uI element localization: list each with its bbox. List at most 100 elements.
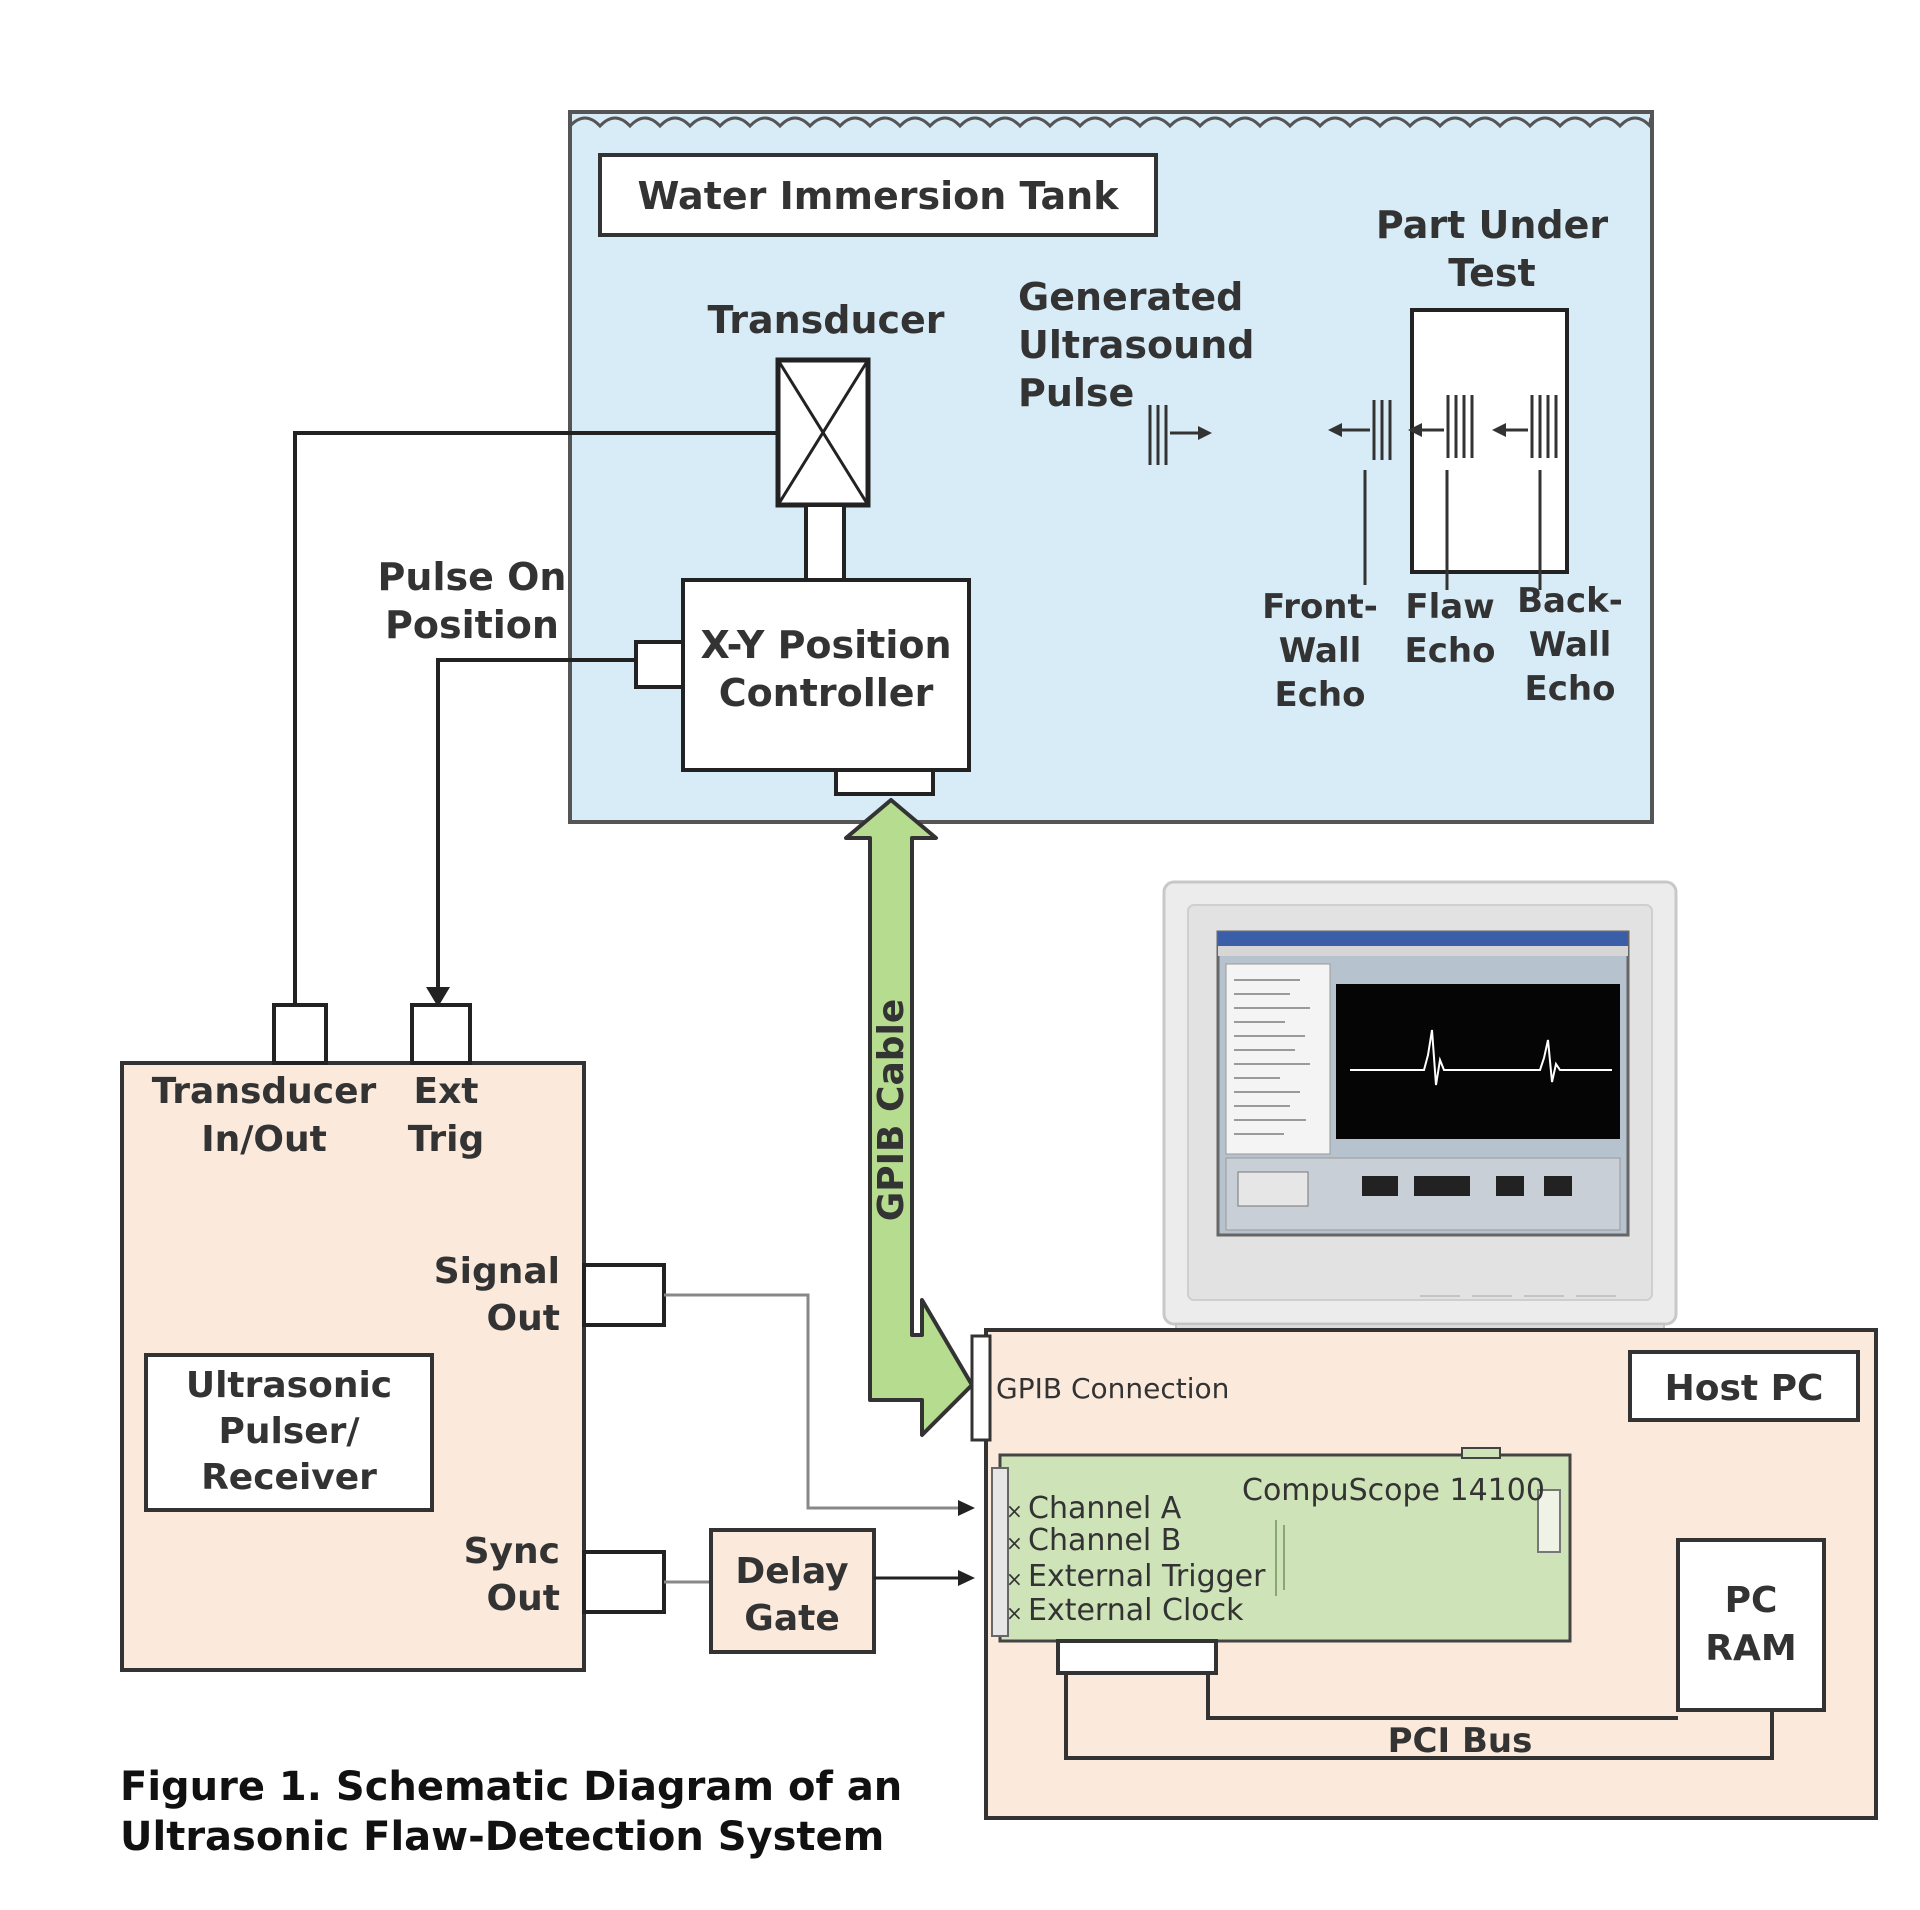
- signal-out-port: [582, 1263, 666, 1327]
- channel-b-label: Channel B: [1028, 1523, 1181, 1558]
- board-bracket: [991, 1467, 1009, 1637]
- compuscope-inputs: × Channel A × Channel B × External Trigg…: [1006, 1491, 1266, 1628]
- ultrasound-label-line2: Ultrasound: [1018, 323, 1254, 367]
- part-label-line1: Part Under: [1376, 203, 1608, 247]
- tank-title-box: [598, 153, 1158, 237]
- sync-out-label-line1: Sync: [464, 1531, 560, 1572]
- pc-ram-box: [1676, 1538, 1826, 1712]
- channel-a-arrow-head: [958, 1500, 975, 1516]
- sync-out-label-line2: Out: [487, 1578, 560, 1619]
- pulse-on-position-line1: Pulse On: [378, 555, 567, 599]
- ultrasound-label-line1: Generated: [1018, 275, 1243, 319]
- controller-gpib-port: [834, 768, 935, 796]
- flaw-echo-label-line1: Flaw: [1405, 587, 1494, 627]
- back-echo-label-line3: Echo: [1525, 669, 1616, 709]
- back-echo-arrow-head: [1492, 423, 1506, 437]
- ext-trig-arrow-head: [426, 987, 450, 1007]
- ext-trig-label-line1: Ext: [413, 1071, 478, 1112]
- sync-out-port: [582, 1550, 666, 1614]
- pci-connector: [1056, 1639, 1218, 1675]
- ext-trig-port: [410, 1003, 472, 1065]
- back-wall-echo-wave: [1530, 395, 1558, 458]
- pulse-on-position-cable: [436, 658, 636, 990]
- gpib-connection-label: GPIB Connection: [996, 1372, 1229, 1405]
- delay-gate-label-line2: Gate: [744, 1598, 839, 1639]
- pulse-arrow-head: [1198, 426, 1212, 440]
- pulse-on-position-line2: Position: [385, 603, 559, 647]
- external-trigger-label: External Trigger: [1028, 1559, 1266, 1594]
- ultrasonic-pulser-receiver: Transducer In/Out Ext Trig Signal Out Sy…: [120, 1003, 666, 1672]
- pci-bus-label: PCI Bus: [1388, 1721, 1533, 1761]
- screen-title-bar: [1218, 932, 1628, 946]
- pci-bus-line-outer: [1064, 1673, 1774, 1760]
- back-echo-label-line2: Wall: [1529, 625, 1612, 665]
- transducer-cross-b: [776, 359, 870, 506]
- flaw-echo-wave: [1446, 395, 1474, 458]
- ext-trig-label-line2: Trig: [408, 1119, 484, 1160]
- board-chip: [1537, 1489, 1561, 1553]
- part-label-line2: Test: [1448, 251, 1535, 295]
- transducer-cable: [293, 431, 778, 1005]
- tank-title: Water Immersion Tank: [638, 174, 1120, 218]
- screen-control-b: [1362, 1176, 1398, 1196]
- gpib-cable-label: GPIB Cable: [871, 999, 912, 1222]
- board-traces: [1275, 1520, 1285, 1596]
- transducer-label: Transducer: [707, 298, 944, 342]
- transducer-port: [272, 1003, 328, 1065]
- gpib-connection-port: [970, 1334, 992, 1442]
- host-pc-title-box: [1628, 1350, 1860, 1422]
- front-echo-label-line1: Front-: [1262, 587, 1378, 627]
- pc-ram-label-line1: PC: [1725, 1580, 1778, 1621]
- pulse-wavefront: [1148, 405, 1168, 465]
- generated-ultrasound-pulse: Generated Ultrasound Pulse: [1018, 275, 1254, 465]
- screen-control-c: [1414, 1176, 1470, 1196]
- controller-box: [681, 578, 971, 772]
- signal-out-label-line1: Signal: [434, 1251, 560, 1292]
- screen-control-d: [1496, 1176, 1524, 1196]
- board-input-marker: ×: [1006, 1601, 1023, 1625]
- transducer: Transducer: [707, 298, 945, 582]
- host-pc-title: Host PC: [1665, 1368, 1824, 1409]
- ultrasound-label-line3: Pulse: [1018, 371, 1134, 415]
- screen-menu-bar: [1218, 946, 1628, 956]
- pulser-title-box: [144, 1353, 434, 1512]
- pci-bus-line-inner: [1206, 1673, 1678, 1720]
- oscilloscope-trace: [1350, 1029, 1612, 1086]
- pulser-title-line1: Ultrasonic: [186, 1365, 392, 1406]
- screen-control-e: [1544, 1176, 1572, 1196]
- external-clock-label: External Clock: [1028, 1593, 1244, 1628]
- pulser-title-line3: Receiver: [201, 1457, 377, 1498]
- controller-side-port: [634, 640, 685, 689]
- transducer-port-label-line1: Transducer: [152, 1071, 377, 1112]
- host-pc: GPIB Connection Host PC CompuScope 14100…: [970, 1328, 1878, 1820]
- figure-caption-line1: Figure 1. Schematic Diagram of an: [120, 1764, 902, 1810]
- signal-out-cable: [664, 1293, 960, 1510]
- board-input-marker: ×: [1006, 1567, 1023, 1591]
- delay-gate-box: [709, 1528, 876, 1654]
- board-input-marker: ×: [1006, 1499, 1023, 1523]
- part-block: [1410, 308, 1569, 574]
- controller-label-line1: X-Y Position: [700, 623, 951, 667]
- front-echo-label-line2: Wall: [1279, 631, 1362, 671]
- screen-control-a: [1237, 1171, 1309, 1207]
- screen-side-panel: [1225, 963, 1331, 1155]
- transducer-stem: [804, 503, 846, 582]
- monitor: [1162, 880, 1678, 1345]
- xy-position-controller: X-Y Position Controller: [634, 578, 971, 796]
- front-echo-label-line3: Echo: [1275, 675, 1366, 715]
- pulser-title-line2: Pulser/: [218, 1411, 360, 1452]
- front-wall-echo-wave: [1372, 400, 1392, 460]
- screen-side-panel-lines: [1234, 979, 1310, 1135]
- flaw-echo-arrow-head: [1408, 423, 1422, 437]
- part-under-test: Part Under Test: [1262, 203, 1623, 715]
- delay-gate-label-line1: Delay: [735, 1551, 848, 1592]
- flaw-echo-label-line2: Echo: [1405, 631, 1496, 671]
- delay-gate: Delay Gate: [664, 1528, 876, 1654]
- signal-out-label-line2: Out: [487, 1298, 560, 1339]
- oscilloscope-display: [1336, 984, 1620, 1139]
- transducer-port-label-line2: In/Out: [201, 1119, 327, 1160]
- compuscope-name: CompuScope 14100: [1242, 1473, 1545, 1508]
- trigger-arrow-head: [958, 1570, 975, 1586]
- figure-caption-line2: Ultrasonic Flaw-Detection System: [120, 1814, 884, 1860]
